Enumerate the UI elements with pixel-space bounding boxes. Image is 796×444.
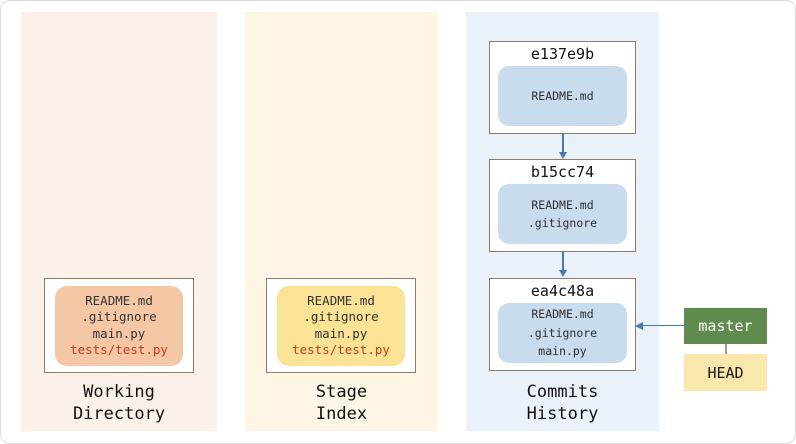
file-name: main.py (538, 344, 587, 359)
commit-hash: b15cc74 (530, 163, 595, 181)
file-name: .gitignore (527, 216, 598, 230)
file-name: main.py (92, 325, 146, 341)
commit-file-chip: README.md (498, 66, 627, 126)
commits-history-label: Commits History (526, 382, 599, 425)
stage-index-label: Stage Index (315, 382, 368, 425)
stage-index-file-box: README.md .gitignore main.py tests/test.… (266, 278, 416, 373)
head-to-branch-connector (725, 344, 727, 354)
head-badge: HEAD (684, 354, 767, 391)
file-name-untracked: tests/test.py (292, 342, 390, 357)
file-name: .gitignore (303, 309, 379, 324)
file-name: .gitignore (81, 309, 157, 324)
working-directory-label: Working Directory (72, 382, 166, 425)
commit-box: b15cc74 README.md .gitignore (489, 159, 636, 252)
file-name: README.md (531, 197, 594, 212)
commits-history-panel: e137e9b README.md b15cc74 README.md .git… (466, 12, 659, 431)
commit-hash: ea4c48a (530, 282, 595, 300)
commit-hash: e137e9b (530, 45, 595, 63)
file-name: main.py (314, 325, 368, 341)
file-name: README.md (531, 88, 594, 103)
commit-file-chip: README.md .gitignore (498, 184, 627, 244)
working-directory-file-chip: README.md .gitignore main.py tests/test.… (55, 285, 183, 366)
file-name-untracked: tests/test.py (70, 342, 168, 357)
stage-index-panel: README.md .gitignore main.py tests/test.… (245, 12, 438, 431)
commit-file-chip: README.md .gitignore main.py (498, 303, 627, 363)
file-name: README.md (307, 292, 375, 308)
stage-index-file-chip: README.md .gitignore main.py tests/test.… (277, 285, 405, 366)
file-name: README.md (531, 307, 594, 322)
branch-badge-master: master (684, 308, 767, 344)
working-directory-file-box: README.md .gitignore main.py tests/test.… (44, 278, 194, 373)
commit-box: ea4c48a README.md .gitignore main.py (489, 278, 636, 371)
commit-box: e137e9b README.md (489, 41, 636, 134)
file-name: .gitignore (527, 325, 598, 340)
file-name: README.md (85, 292, 153, 308)
working-directory-panel: README.md .gitignore main.py tests/test.… (21, 12, 217, 431)
